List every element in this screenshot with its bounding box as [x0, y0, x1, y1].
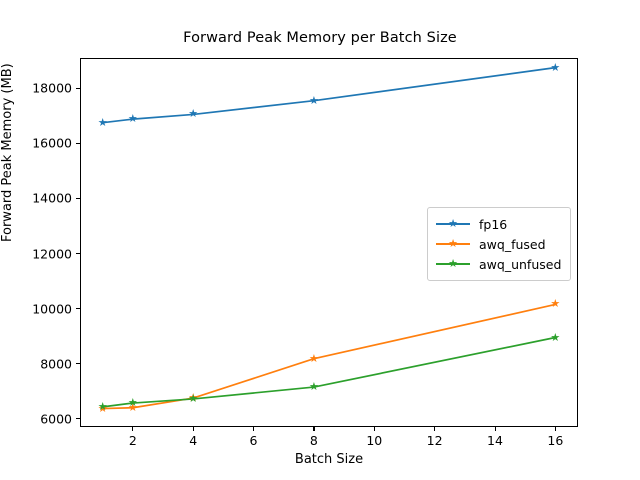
series-line-awq_fused: [102, 303, 556, 410]
y-tick-label: 16000: [32, 135, 72, 151]
y-tick-label: 18000: [32, 80, 72, 96]
plot-lines: [102, 66, 556, 410]
x-tick-mark: [554, 427, 556, 431]
x-tick-label: 2: [128, 433, 137, 448]
x-tick-mark: [253, 427, 255, 431]
x-tick-mark: [192, 427, 194, 431]
x-tick-label: 12: [426, 433, 443, 448]
x-tick-label: 6: [249, 433, 258, 448]
x-tick-mark: [373, 427, 375, 431]
legend-item-fp16[interactable]: ★ fp16: [436, 214, 561, 234]
chart-title: Forward Peak Memory per Batch Size: [183, 30, 457, 46]
y-tick-mark: [76, 142, 80, 144]
x-tick-mark: [313, 427, 315, 431]
legend-swatch-icon: ★: [436, 257, 470, 271]
legend-item-awq_unfused[interactable]: ★ awq_unfused: [436, 254, 561, 274]
x-tick-label: 14: [487, 433, 503, 448]
x-tick-label: 8: [309, 433, 318, 448]
y-tick-label: 12000: [32, 246, 72, 261]
y-tick-label: 6000: [40, 411, 72, 427]
x-tick-mark: [494, 427, 496, 431]
y-tick-mark: [76, 418, 80, 420]
legend-label: awq_unfused: [479, 256, 562, 272]
legend-swatch-icon: ★: [436, 217, 470, 231]
y-tick-label: 14000: [32, 190, 72, 206]
x-tick-mark: [132, 427, 134, 431]
x-tick-label: 10: [366, 433, 383, 448]
legend[interactable]: ★ fp16 ★ awq_fused ★ awq_unfused: [427, 207, 572, 281]
y-tick-mark: [76, 87, 80, 89]
x-tick-mark: [434, 427, 436, 431]
legend-item-awq_fused[interactable]: ★ awq_fused: [436, 234, 561, 254]
x-tick-label: 16: [547, 433, 564, 448]
x-axis-label: Batch Size: [294, 452, 364, 467]
y-tick-label: 10000: [32, 301, 72, 317]
y-tick-mark: [76, 363, 80, 365]
legend-swatch-icon: ★: [436, 237, 470, 251]
series-line-fp16: [102, 66, 556, 124]
legend-label: awq_fused: [479, 236, 546, 252]
legend-label: fp16: [479, 216, 508, 232]
y-tick-mark: [76, 253, 80, 255]
x-tick-label: 4: [189, 433, 198, 448]
y-tick-label: 8000: [40, 356, 72, 372]
y-tick-mark: [76, 197, 80, 200]
y-tick-mark: [76, 308, 80, 310]
series-line-awq_unfused: [102, 336, 556, 408]
